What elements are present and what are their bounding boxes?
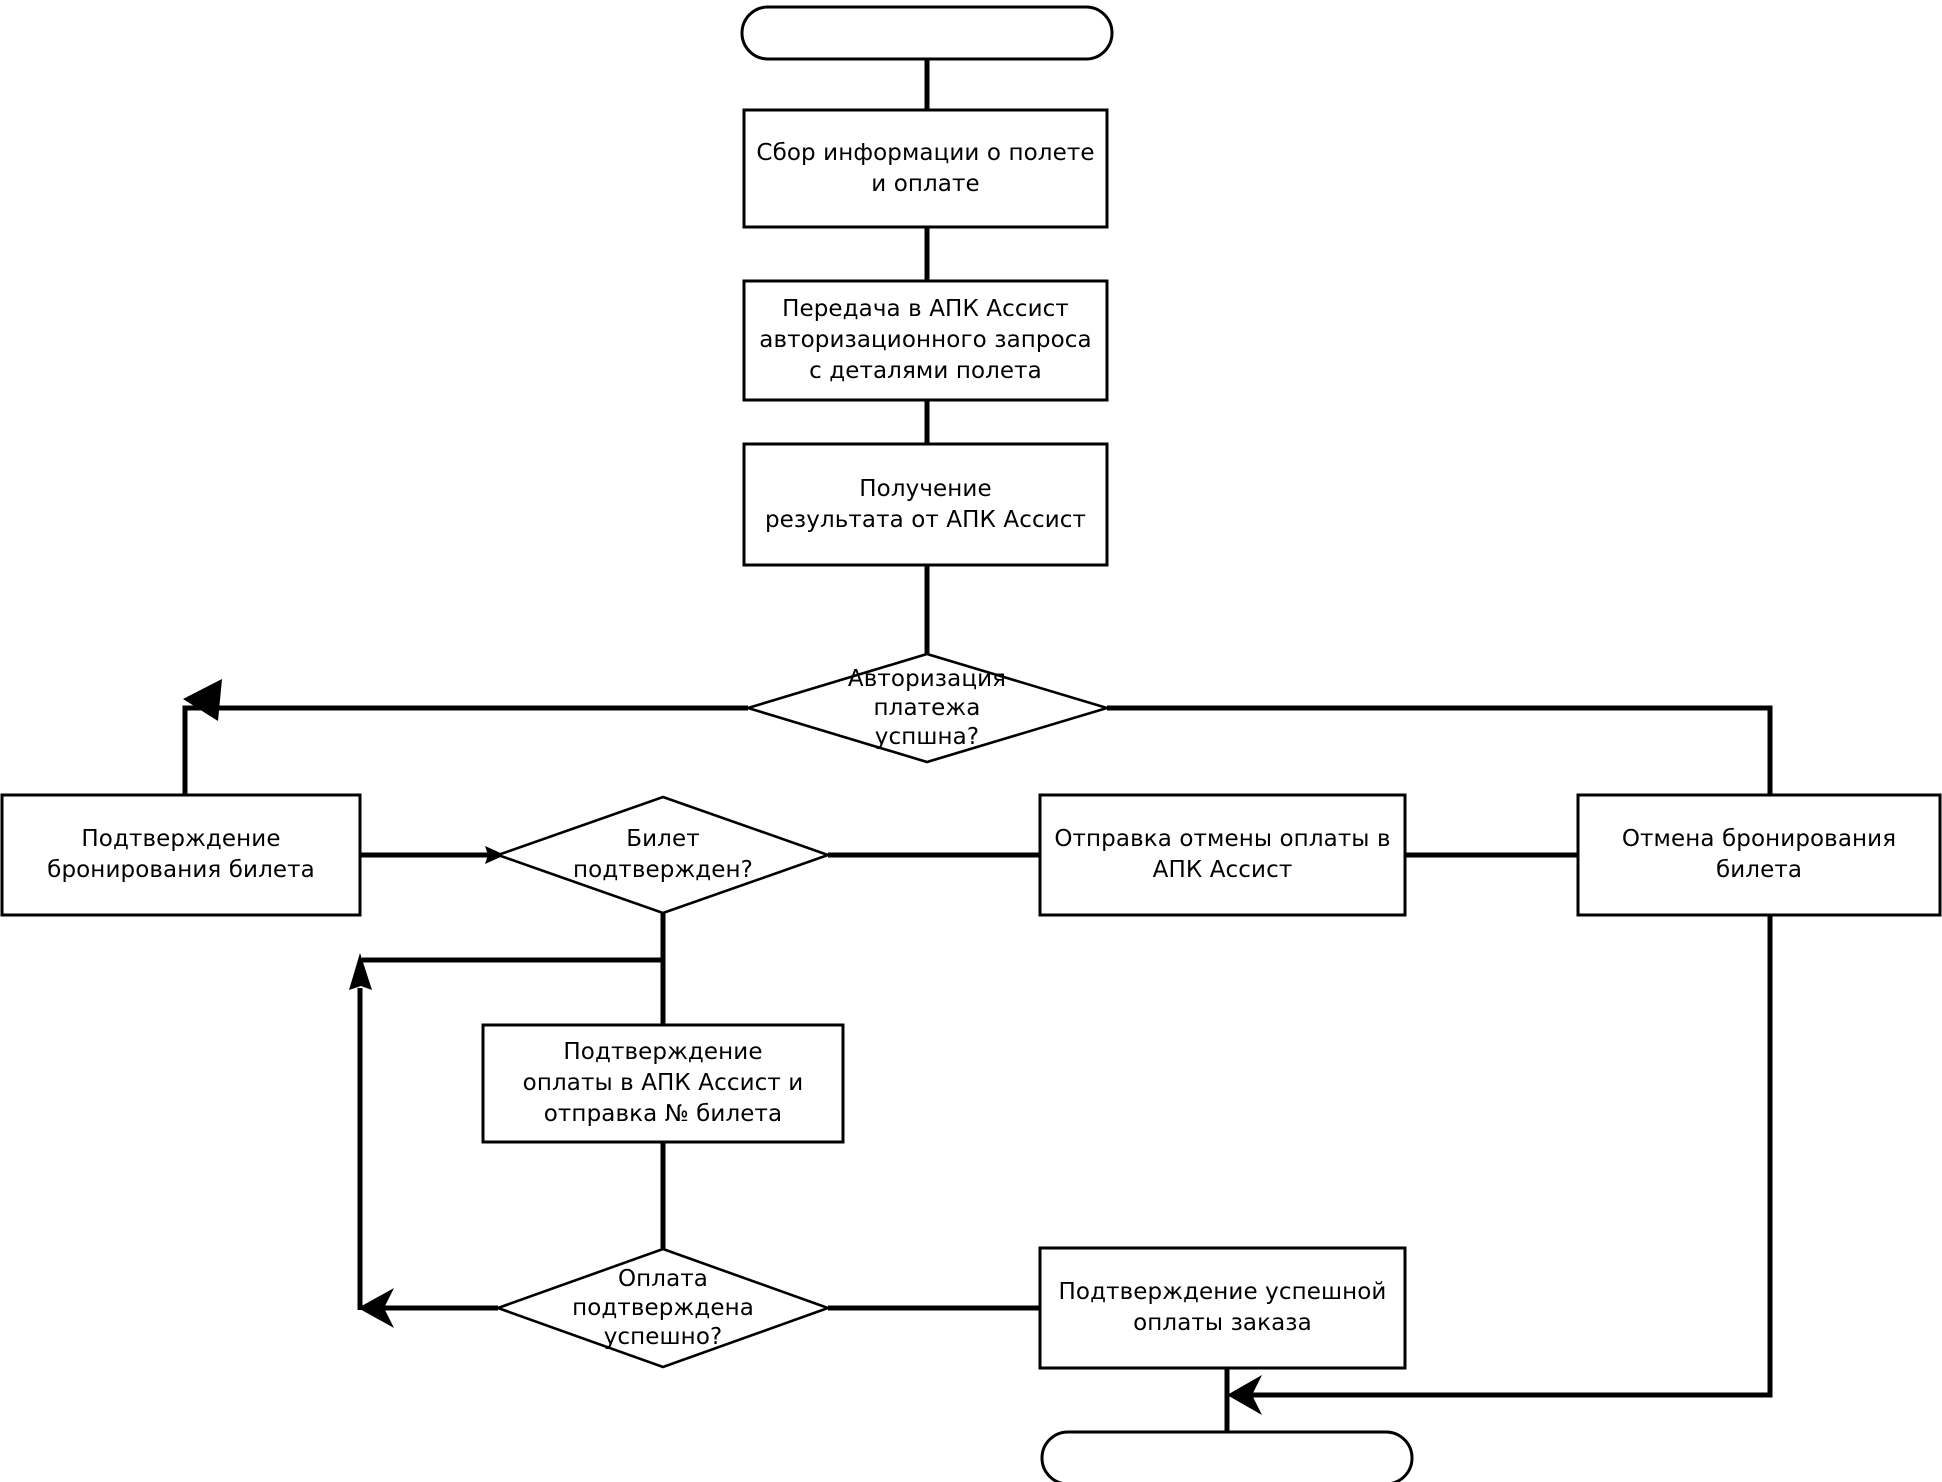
node-end[interactable] xyxy=(1040,1430,1414,1482)
edge-cancel-booking-to-end xyxy=(1250,915,1773,1398)
node-payment-confirmed[interactable] xyxy=(494,1247,832,1369)
edge-auth-ok-to-cancel-booking xyxy=(1107,705,1773,795)
connectors xyxy=(182,58,1773,1432)
node-cancel-booking[interactable] xyxy=(1576,793,1942,917)
node-get-result[interactable] xyxy=(742,442,1109,567)
node-ticket-confirmed[interactable] xyxy=(494,795,832,915)
arrowhead-payment-confirmed-left xyxy=(358,1288,394,1328)
arrowhead-loop-up xyxy=(349,953,372,990)
edge-auth-ok-to-confirm-booking xyxy=(182,705,748,795)
nodes xyxy=(0,5,1942,1482)
node-confirm-booking[interactable] xyxy=(0,793,362,917)
node-confirm-success[interactable] xyxy=(1038,1246,1407,1370)
node-send-cancel[interactable] xyxy=(1038,793,1407,917)
arrowhead-end-left xyxy=(1227,1375,1262,1415)
arrowhead-auth-ok-left xyxy=(183,679,222,721)
node-send-auth[interactable] xyxy=(742,279,1109,402)
node-start[interactable] xyxy=(740,5,1114,61)
node-auth-ok[interactable] xyxy=(743,652,1112,764)
node-confirm-payment[interactable] xyxy=(481,1023,845,1144)
node-collect-info[interactable] xyxy=(742,108,1109,229)
